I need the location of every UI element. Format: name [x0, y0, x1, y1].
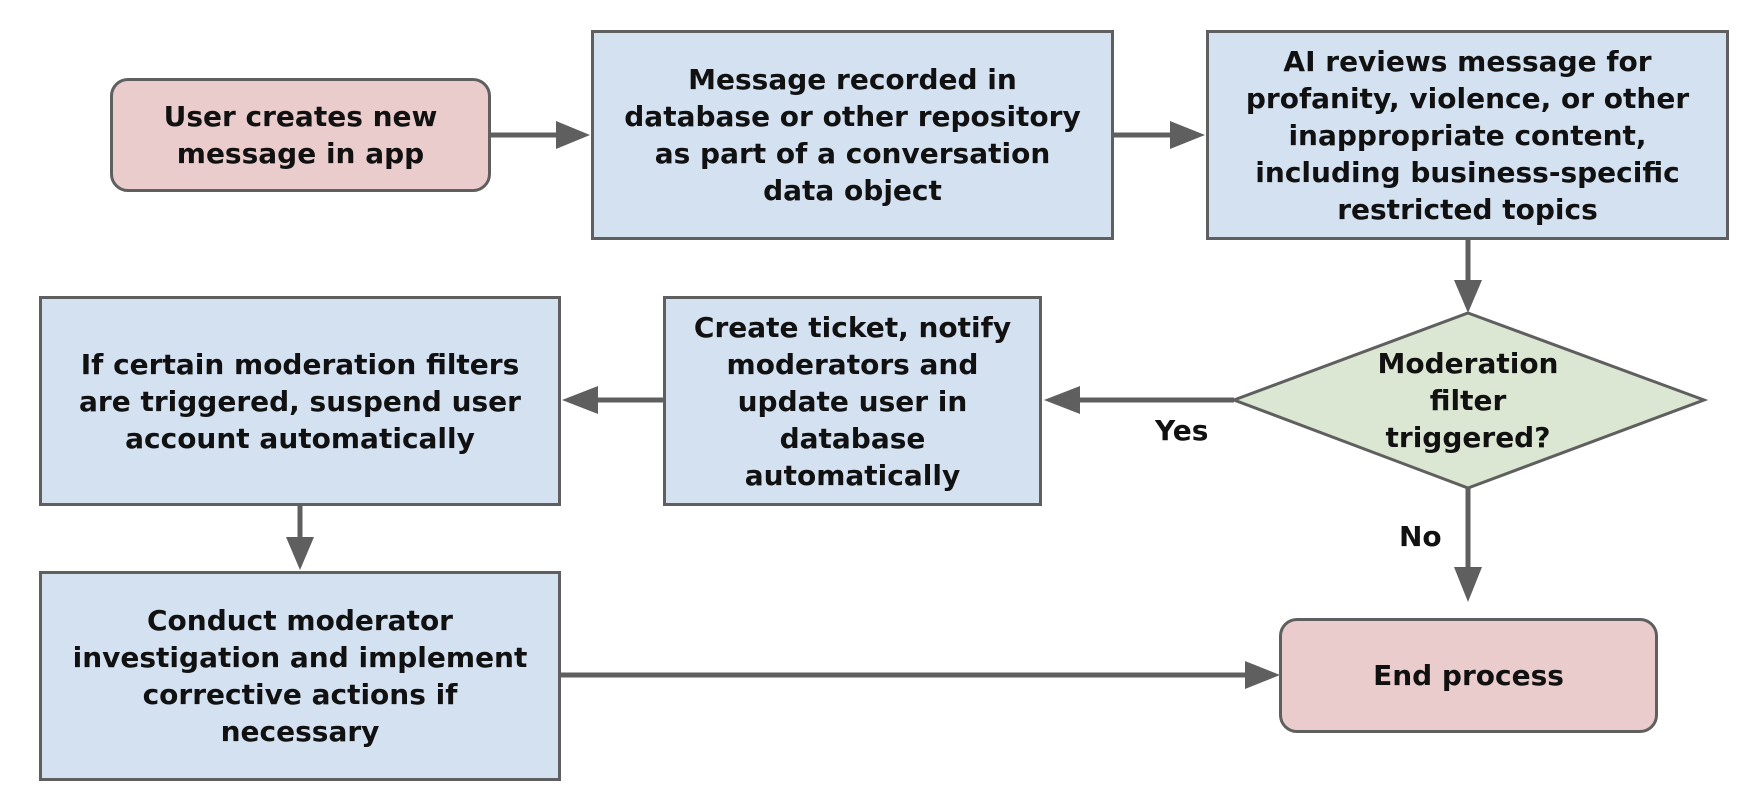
start-node: User creates new message in app — [110, 78, 491, 192]
ai-review-node-label: AI reviews message for profanity, violen… — [1245, 44, 1690, 226]
investigate-node: Conduct moderator investigation and impl… — [39, 571, 561, 781]
end-node-label: End process — [1373, 659, 1564, 692]
ticket-node: Create ticket, notify moderators and upd… — [663, 296, 1042, 506]
investigate-node-label: Conduct moderator investigation and impl… — [72, 604, 528, 748]
suspend-node: If certain moderation filters are trigge… — [39, 296, 561, 506]
ticket-node-label: Create ticket, notify moderators and upd… — [693, 310, 1012, 492]
suspend-node-label: If certain moderation filters are trigge… — [79, 347, 521, 455]
decision-diamond — [1229, 311, 1709, 490]
ai-review-node: AI reviews message for profanity, violen… — [1206, 30, 1729, 240]
no-label: No — [1399, 520, 1442, 553]
record-node: Message recorded in database or other re… — [591, 30, 1114, 240]
end-node: End process — [1279, 618, 1658, 733]
record-node-label: Message recorded in database or other re… — [624, 63, 1081, 207]
yes-label: Yes — [1155, 414, 1209, 447]
start-node-label: User creates new message in app — [163, 100, 438, 170]
decision-label: Moderation filter triggered? — [1377, 346, 1559, 454]
